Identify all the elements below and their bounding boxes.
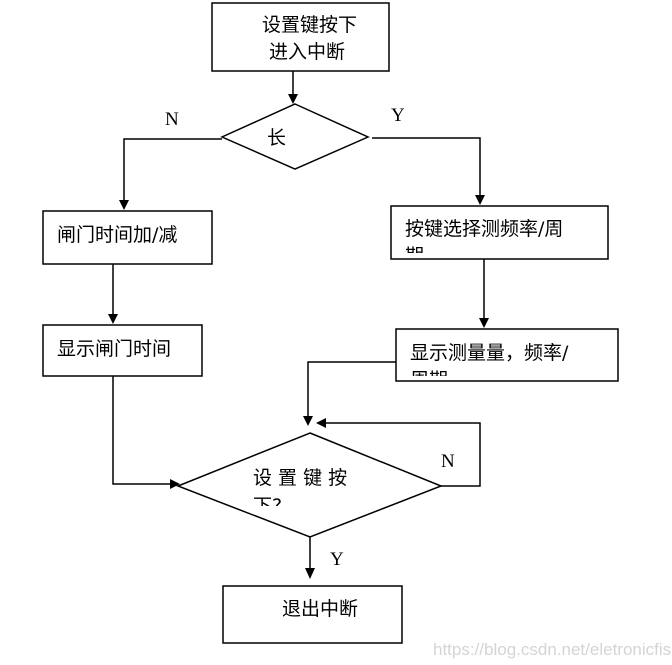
edge-label-key-yes: Y [330, 549, 344, 570]
decision-key-node: 设 置 键 按 下? [175, 432, 444, 538]
arrow-head [475, 195, 485, 205]
select-mode-node: 按键选择测频率/周 期 [390, 205, 609, 267]
arrow-head [479, 318, 489, 328]
show-measure-node: 显示测量量，频率/ 周期 [395, 328, 619, 391]
show-measure-text-line2: 周期 [410, 369, 448, 391]
gate-display-text: 显示闸门时间 [57, 338, 171, 360]
decision-long-node: 长 [220, 103, 370, 170]
start-text-line2: 进入中断 [269, 41, 345, 63]
exit-node: 退出中断 [222, 585, 403, 644]
arrow-head [108, 314, 118, 324]
arrow-head [170, 479, 180, 489]
show-measure-box [395, 328, 619, 382]
decision-key-text-line2: 下? [253, 495, 282, 517]
show-measure-text-line1: 显示测量量，频率/ [410, 342, 569, 364]
gate-adjust-node: 闸门时间加/减 [42, 210, 213, 265]
edge-label-long-no: N [165, 109, 179, 130]
start-text-line1: 设置键按下 [262, 14, 357, 36]
connector-key-no-loop [324, 422, 481, 487]
gate-display-node: 显示闸门时间 [42, 324, 203, 377]
connector-show-decision [307, 361, 396, 418]
select-mode-text-line2: 期 [405, 245, 424, 267]
gate-adjust-box [42, 210, 213, 265]
arrow-head [288, 94, 298, 104]
select-mode-text-line1: 按键选择测频率/周 [405, 218, 563, 240]
connector-display-decision [112, 376, 172, 485]
arrow-head [303, 416, 313, 426]
arrow-head [305, 568, 315, 579]
arrow-head [119, 200, 129, 210]
arrow-head [316, 418, 326, 428]
gate-display-box [42, 324, 203, 377]
decision-long-text: 长 [267, 127, 286, 149]
exit-text: 退出中断 [282, 598, 358, 620]
select-mode-box [390, 205, 609, 260]
edge-label-long-yes: Y [391, 105, 405, 126]
edge-label-key-no: N [441, 451, 455, 472]
start-box [211, 2, 390, 72]
decision-long-diamond [220, 103, 370, 170]
connector-long-no [123, 138, 222, 202]
watermark: https://blog.csdn.net/eletronicfish [433, 640, 672, 659]
gate-adjust-text: 闸门时间加/减 [57, 224, 177, 246]
start-node: 设置键按下 进入中断 [211, 2, 390, 72]
connector-long-yes [372, 137, 481, 197]
decision-key-text-line1: 设 置 键 按 [253, 467, 347, 489]
exit-box [222, 585, 403, 644]
